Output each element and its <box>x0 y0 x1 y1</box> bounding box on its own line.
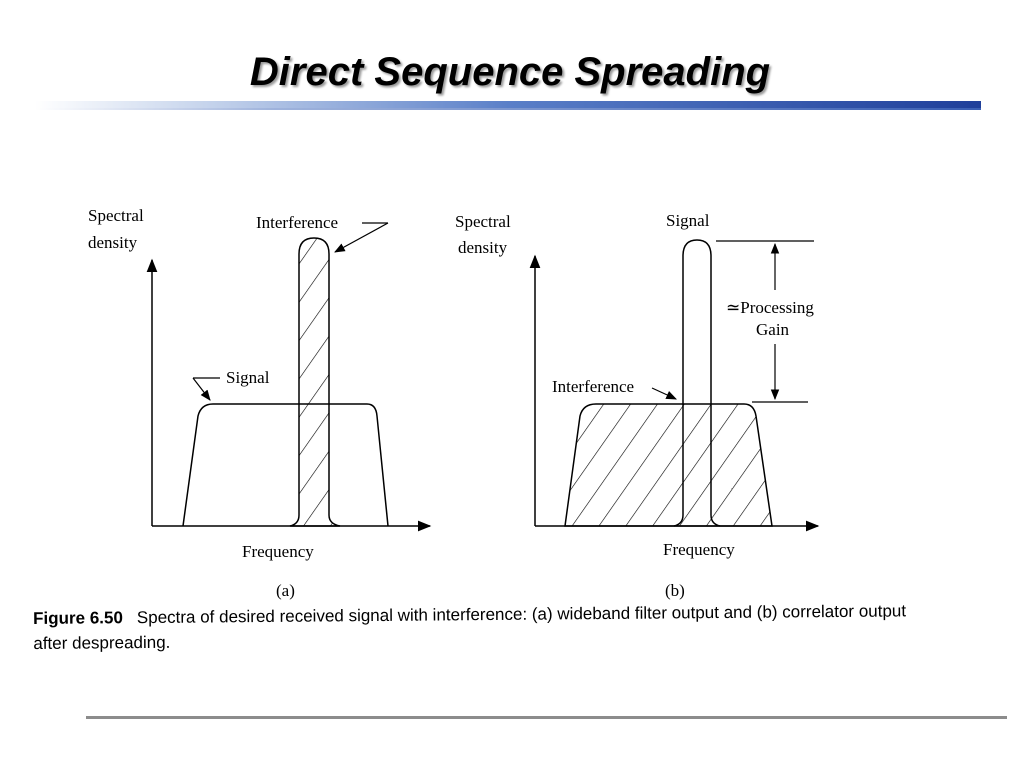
panel-a-y-axis-label-line2: density <box>88 233 138 252</box>
panel-a-interference-band <box>289 237 341 527</box>
panel-b-interference-label: Interference <box>552 377 634 396</box>
panel-a-signal-label: Signal <box>226 368 270 387</box>
panel-a-signal-arrow <box>192 377 211 401</box>
panel-a-y-axis-label-line1: Spectral <box>88 206 144 225</box>
title-rule <box>35 101 981 110</box>
panel-b-signal-label: Signal <box>666 211 710 230</box>
panel-a-tag: (a) <box>276 581 295 600</box>
panel-a: Interference Signal Spectral density Fre… <box>88 206 432 600</box>
panel-b-y-axis-label-line1: Spectral <box>455 212 511 231</box>
panel-a-interference-label: Interference <box>256 213 338 232</box>
panel-b: Signal ≃Processing Gain Interference Spe… <box>455 211 820 600</box>
figure-caption-text: Spectra of desired received signal with … <box>33 601 907 653</box>
panel-a-signal-spectrum <box>182 403 389 527</box>
panel-b-signal-peak <box>673 239 721 527</box>
figure-caption-label: Figure 6.50 <box>33 608 123 628</box>
panel-b-y-axis-label-line2: density <box>458 238 508 257</box>
panel-a-x-axis-label: Frequency <box>242 542 314 561</box>
footer-rule <box>86 716 1007 719</box>
panel-b-tag: (b) <box>665 581 685 600</box>
panel-b-gain-label-line1: ≃Processing <box>726 298 814 317</box>
panel-b-interference-arrow <box>651 387 677 400</box>
panel-a-interference-arrow <box>334 222 389 253</box>
panel-b-interference-spectrum <box>564 403 773 527</box>
panel-b-x-axis-label: Frequency <box>663 540 735 559</box>
panel-b-gain-label-line2: Gain <box>756 320 790 339</box>
slide-title: Direct Sequence Spreading <box>249 50 771 94</box>
